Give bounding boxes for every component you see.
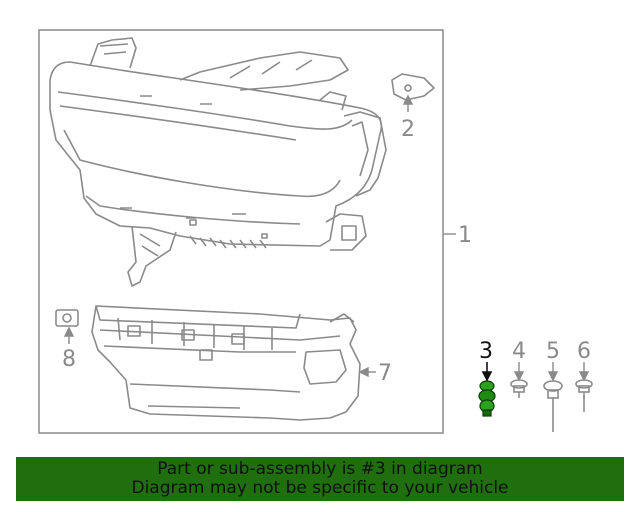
assembly-frame [38, 29, 444, 434]
headlamp-bracket-drawing [91, 305, 361, 421]
banner-line-part-number: Part or sub-assembly is #3 in diagram [157, 459, 483, 479]
fastener-part-4-drawing [510, 379, 528, 398]
leader-line-part-3 [481, 362, 493, 382]
nut-part-8-drawing [55, 309, 79, 327]
fastener-part-6-drawing [575, 379, 593, 412]
push-pin-part-3-drawing[interactable] [478, 380, 496, 417]
fitment-notice-banner: Part or sub-assembly is #3 in diagram Di… [16, 457, 624, 501]
callout-3[interactable]: 3 [479, 339, 493, 364]
clip-part-2-drawing [391, 73, 435, 101]
callout-2[interactable]: 2 [401, 117, 415, 142]
leader-lines [63, 94, 590, 382]
callout-5[interactable]: 5 [546, 339, 560, 364]
callout-7[interactable]: 7 [378, 361, 392, 386]
callout-1[interactable]: 1 [458, 223, 472, 248]
fastener-part-5-drawing [543, 380, 563, 432]
banner-line-disclaimer: Diagram may not be specific to your vehi… [131, 478, 509, 498]
callout-6[interactable]: 6 [577, 339, 591, 364]
headlamp-assembly-drawing [49, 37, 387, 287]
callout-4[interactable]: 4 [512, 339, 526, 364]
callout-8[interactable]: 8 [62, 347, 76, 372]
